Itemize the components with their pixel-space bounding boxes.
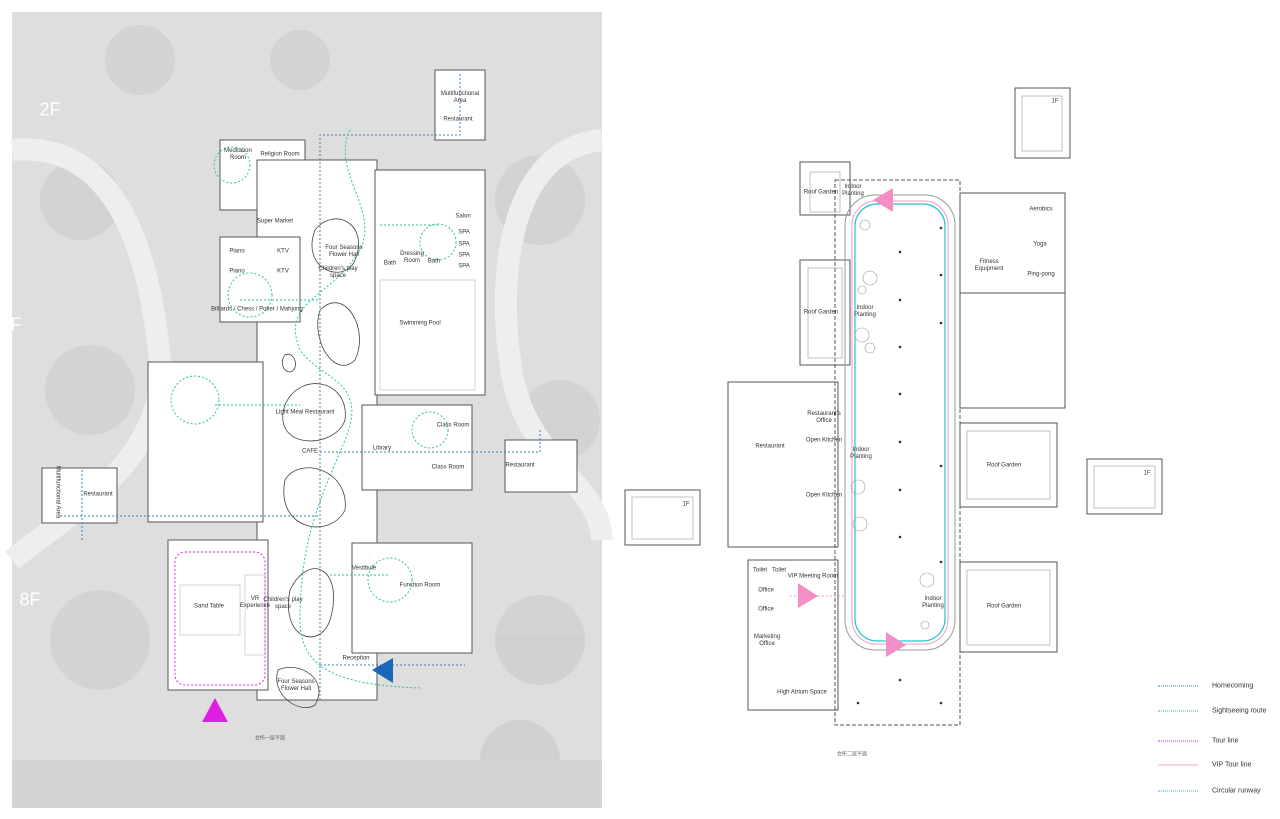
room-label: Yoga [1033, 241, 1047, 248]
room-label: Indoor Planting [854, 305, 876, 318]
legend-item-vip-tour: VIP Tour line [1158, 762, 1251, 769]
room-label: Salon [455, 213, 471, 220]
room-label: Fitness Equipment [974, 259, 1004, 272]
room-label: Restaurant [443, 116, 473, 123]
legend-swatch [1158, 764, 1198, 766]
room-label: Ping-pong [1027, 271, 1055, 278]
room-label: Marketing Office [753, 634, 781, 647]
room-label: Multifunctional Area [54, 465, 61, 519]
room-label: Bath [427, 258, 441, 265]
room-label: Four Seasons Flower Hall [325, 245, 363, 258]
room-label: Multifunctional Area [440, 91, 480, 104]
legend-item-tour: Tour line [1158, 738, 1238, 745]
room-label: Sand Table [194, 603, 224, 610]
room-label: Restaurant's Office [807, 411, 841, 424]
tour-entry-arrow-icon [202, 698, 228, 722]
room-label: VIP Meeting Room [787, 573, 839, 580]
room-label: Open Kitchen [805, 492, 843, 499]
room-label: Indoor Planting [842, 184, 864, 197]
room-label: Piano [229, 268, 245, 275]
room-label: CAFE [301, 448, 319, 455]
room-label: Four Seasons Flower Hall [277, 679, 315, 692]
runway-arrow-top-icon [873, 188, 893, 212]
vip-arrow-icon [798, 583, 818, 608]
room-label: Class Room [431, 464, 465, 471]
room-label: Swimming Pool [399, 320, 441, 327]
room-label: KTV [277, 268, 289, 275]
ground-floor-buildings [41, 69, 578, 701]
room-label: Office [758, 606, 774, 613]
legend-label: Circular runway [1212, 787, 1261, 795]
room-label: Class Room [436, 422, 470, 429]
legend-swatch [1158, 685, 1198, 687]
legend-swatch [1158, 740, 1198, 742]
legend-label: Tour line [1212, 737, 1239, 745]
room-label: Roof Garden [986, 462, 1022, 469]
floor-marker-2f: 2F [39, 99, 61, 120]
room-label: SPA [458, 263, 470, 270]
room-label: KTV [277, 248, 289, 255]
room-label: Children's play space [318, 266, 358, 279]
sightseeing-route [170, 129, 457, 689]
room-label: 1F [1143, 470, 1151, 477]
room-label: SPA [458, 241, 470, 248]
ground-floor-caption: 会所一层平面 [254, 735, 286, 742]
room-label: Roof Garden [986, 603, 1022, 610]
room-label: Roof Garden [803, 189, 839, 196]
room-label: 1F [1051, 98, 1059, 105]
room-label: VR Experience [239, 596, 271, 609]
room-label: Reception [342, 655, 370, 662]
legend-swatch [1158, 710, 1198, 712]
room-label: High Atrium Space [777, 689, 827, 696]
room-label: Dressing Room [400, 251, 424, 264]
room-label: Indoor Planting [922, 596, 944, 609]
room-label: Indoor Planting [850, 447, 872, 460]
room-label: Open Kitchen [805, 437, 843, 444]
columns [856, 226, 943, 705]
room-label: 1F [682, 501, 690, 508]
room-label: Restaurant [505, 462, 535, 469]
second-floor-caption: 会所二层平面 [836, 751, 868, 758]
room-label: Restaurant [755, 443, 785, 450]
organic-pavilions [276, 218, 360, 708]
room-label: Bath [383, 260, 397, 267]
room-label: SPA [458, 229, 470, 236]
floor-marker-8f: 8F [19, 589, 41, 610]
room-label: Super Market [256, 218, 293, 225]
legend-label: Sightseeing route [1212, 707, 1267, 715]
circular-runway [844, 194, 956, 651]
room-label: Billiards / Chess / Poker / Mahjong [211, 306, 303, 313]
runway-arrow-bottom-icon [886, 632, 906, 657]
legend-item-circular-runway: Circular runway [1158, 788, 1261, 795]
tour-line [174, 551, 266, 686]
second-floor-buildings [624, 87, 1163, 726]
legend-label: Homecoming [1212, 682, 1254, 690]
floor-marker-f: F [10, 314, 22, 335]
room-label: Piano [229, 248, 245, 255]
legend-item-sightseeing: Sightseeing route [1158, 708, 1266, 715]
room-label: Meditation Room [224, 148, 252, 161]
legend-swatch [1158, 790, 1198, 792]
room-label: Children's play space [263, 597, 303, 610]
room-label: Vestibule [351, 565, 377, 572]
room-label: Library [372, 445, 392, 452]
legend-label: VIP Tour line [1212, 761, 1252, 769]
room-label: Light Meal Restaurant [275, 409, 335, 416]
room-label: Religion Room [260, 151, 300, 158]
room-label: Restaurant [83, 491, 113, 498]
room-label: Office [758, 587, 774, 594]
legend-item-homecoming: Homecoming [1158, 683, 1253, 690]
room-label: Roof Garden [803, 309, 839, 316]
room-label: Toilet [771, 567, 787, 574]
room-label: Toilet [752, 567, 768, 574]
room-label: SPA [458, 252, 470, 259]
room-label: Aerobics [1029, 206, 1053, 213]
room-label: Function Room [399, 582, 441, 589]
homecoming-entry-arrow-icon [372, 658, 393, 683]
